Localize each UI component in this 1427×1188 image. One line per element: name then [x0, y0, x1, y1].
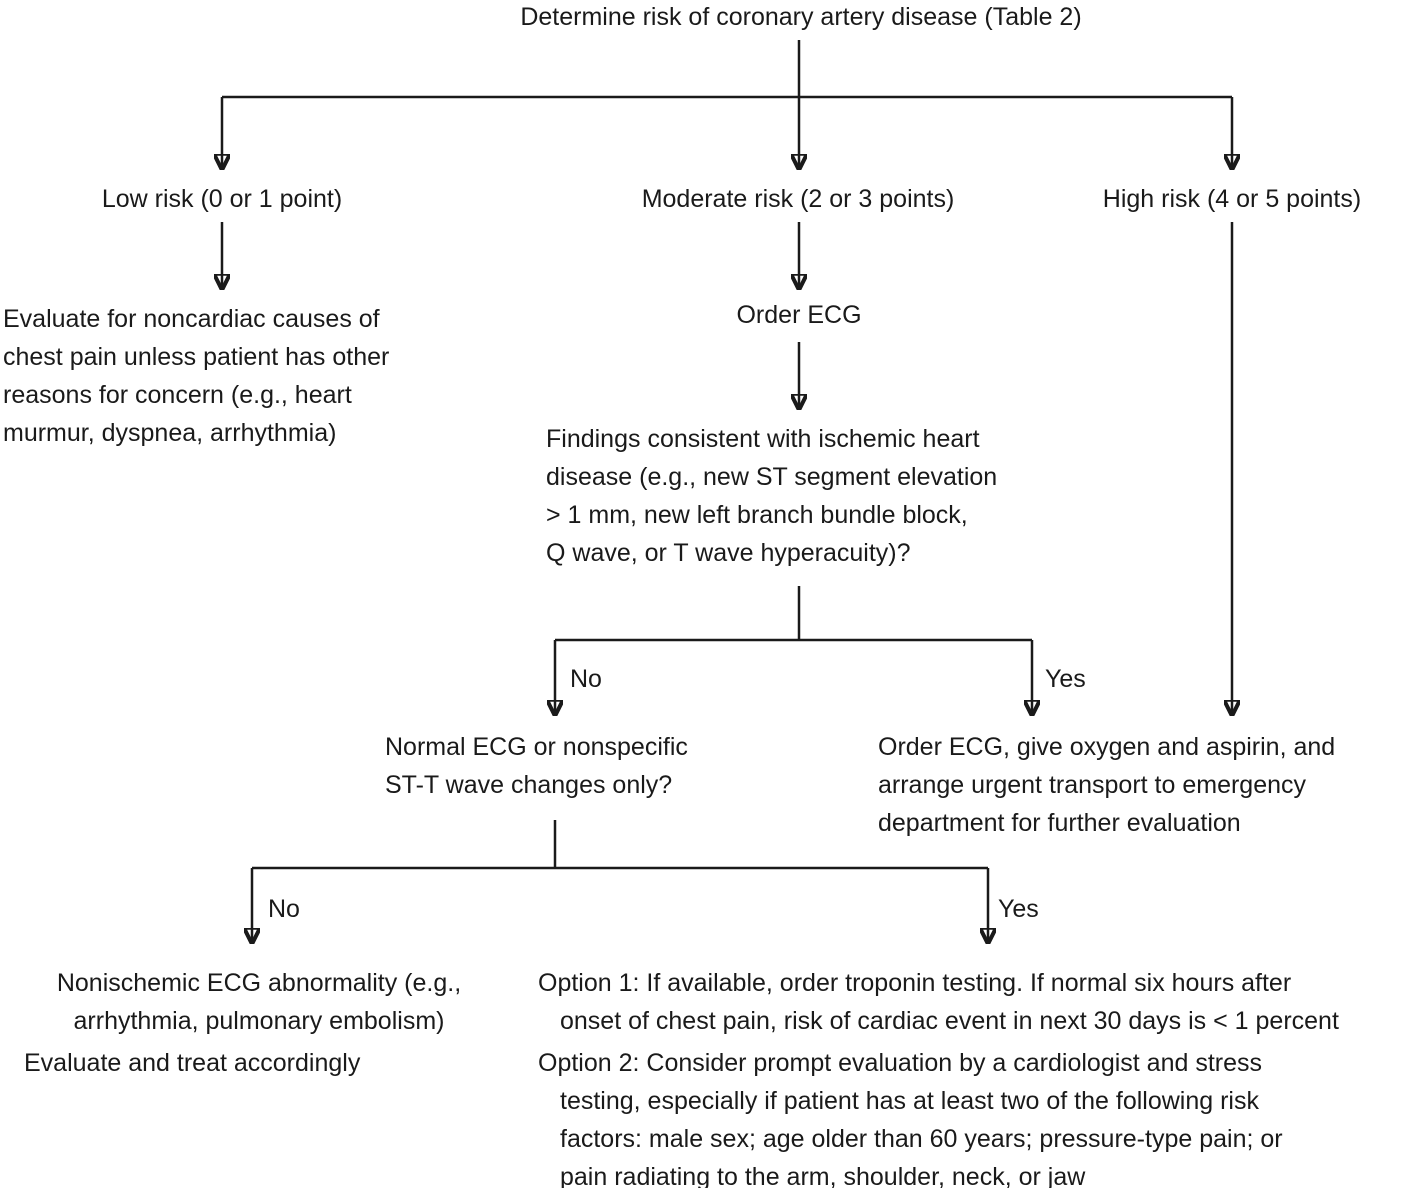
high-risk-label: High risk (4 or 5 points) [1102, 185, 1362, 213]
cardiologist-option-text: Option 2: Consider prompt evaluation by … [538, 1049, 1283, 1188]
nonischemic-finding-text: Nonischemic ECG abnormality (e.g., arrhy… [56, 969, 462, 1035]
normal-ecg-yes-label: Yes [998, 895, 1039, 923]
ecg-findings-question: Findings consistent with ischemic heart … [546, 425, 998, 567]
low-risk-outcome-text: Evaluate for noncardiac causes of chest … [3, 305, 390, 447]
urgent-transport-outcome: Order ECG, give oxygen and aspirin, and … [878, 733, 1336, 837]
low-risk-label: Low risk (0 or 1 point) [101, 185, 343, 213]
ecg-findings-yes-label: Yes [1045, 665, 1086, 693]
evaluate-treat-action: Evaluate and treat accordingly [24, 1049, 361, 1077]
troponin-option-text: Option 1: If available, order troponin t… [538, 969, 1339, 1035]
normal-ecg-question: Normal ECG or nonspecific ST-T wave chan… [385, 733, 688, 799]
order-ecg-step: Order ECG [736, 301, 862, 329]
flow-title: Determine risk of coronary artery diseas… [520, 3, 1082, 31]
ecg-findings-no-label: No [570, 665, 602, 693]
moderate-risk-label: Moderate risk (2 or 3 points) [641, 185, 955, 213]
normal-ecg-no-label: No [268, 895, 300, 923]
